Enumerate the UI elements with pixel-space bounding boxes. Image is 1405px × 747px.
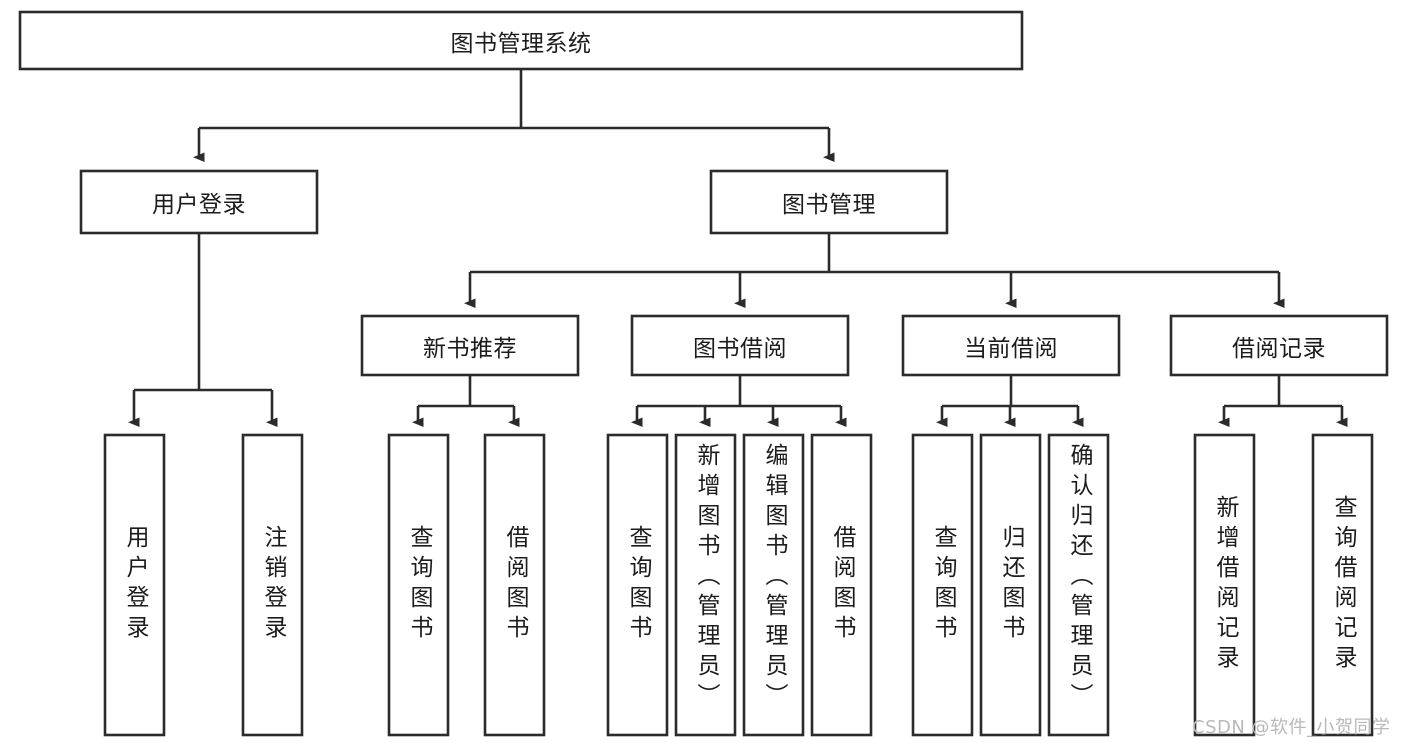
box-new-book-rec[interactable] (360, 314, 580, 377)
label-leaf-add-book: 新增图书（管理员） (693, 443, 719, 713)
label-leaf-query-book-cur: 查询图书 (930, 525, 956, 645)
label-leaf-borrow-book: 借阅图书 (829, 525, 855, 645)
label-leaf-borrow-book-rec: 借阅图书 (502, 525, 528, 645)
box-leaf-query-book-borrow[interactable] (606, 433, 669, 737)
box-book-borrow[interactable] (630, 314, 850, 377)
box-current-borrow[interactable] (901, 314, 1121, 377)
box-leaf-query-record[interactable] (1311, 433, 1374, 737)
box-leaf-return-book[interactable] (979, 433, 1042, 737)
box-leaf-user-login[interactable] (103, 433, 166, 737)
box-leaf-edit-book[interactable] (742, 433, 805, 737)
label-leaf-query-record: 查询借阅记录 (1330, 495, 1356, 675)
box-user-login[interactable] (79, 169, 319, 235)
box-leaf-borrow-book[interactable] (810, 433, 873, 737)
label-leaf-edit-book: 编辑图书（管理员） (761, 443, 787, 713)
label-leaf-add-record: 新增借阅记录 (1212, 495, 1238, 675)
box-leaf-add-record[interactable] (1193, 433, 1256, 737)
box-leaf-query-book-cur[interactable] (911, 433, 974, 737)
box-leaf-confirm-return[interactable] (1047, 433, 1110, 737)
box-leaf-borrow-book-rec[interactable] (483, 433, 546, 737)
box-leaf-query-book-rec[interactable] (387, 433, 450, 737)
node-boxes (18, 10, 1389, 737)
box-leaf-add-book[interactable] (674, 433, 737, 737)
label-leaf-confirm-return: 确认归还（管理员） (1066, 443, 1092, 713)
box-book-manage[interactable] (709, 169, 949, 235)
label-leaf-user-login: 用户登录 (122, 525, 148, 645)
box-leaf-user-logout[interactable] (241, 433, 304, 737)
box-borrow-record[interactable] (1169, 314, 1389, 377)
csdn-watermark: CSDN @软件_小贺同学 (1192, 717, 1391, 738)
label-leaf-query-book-borrow: 查询图书 (625, 525, 651, 645)
box-root[interactable] (18, 10, 1024, 71)
label-leaf-user-logout: 注销登录 (260, 525, 286, 645)
connectors (128, 69, 1348, 427)
label-leaf-query-book-rec: 查询图书 (406, 525, 432, 645)
label-leaf-return-book: 归还图书 (998, 525, 1024, 645)
